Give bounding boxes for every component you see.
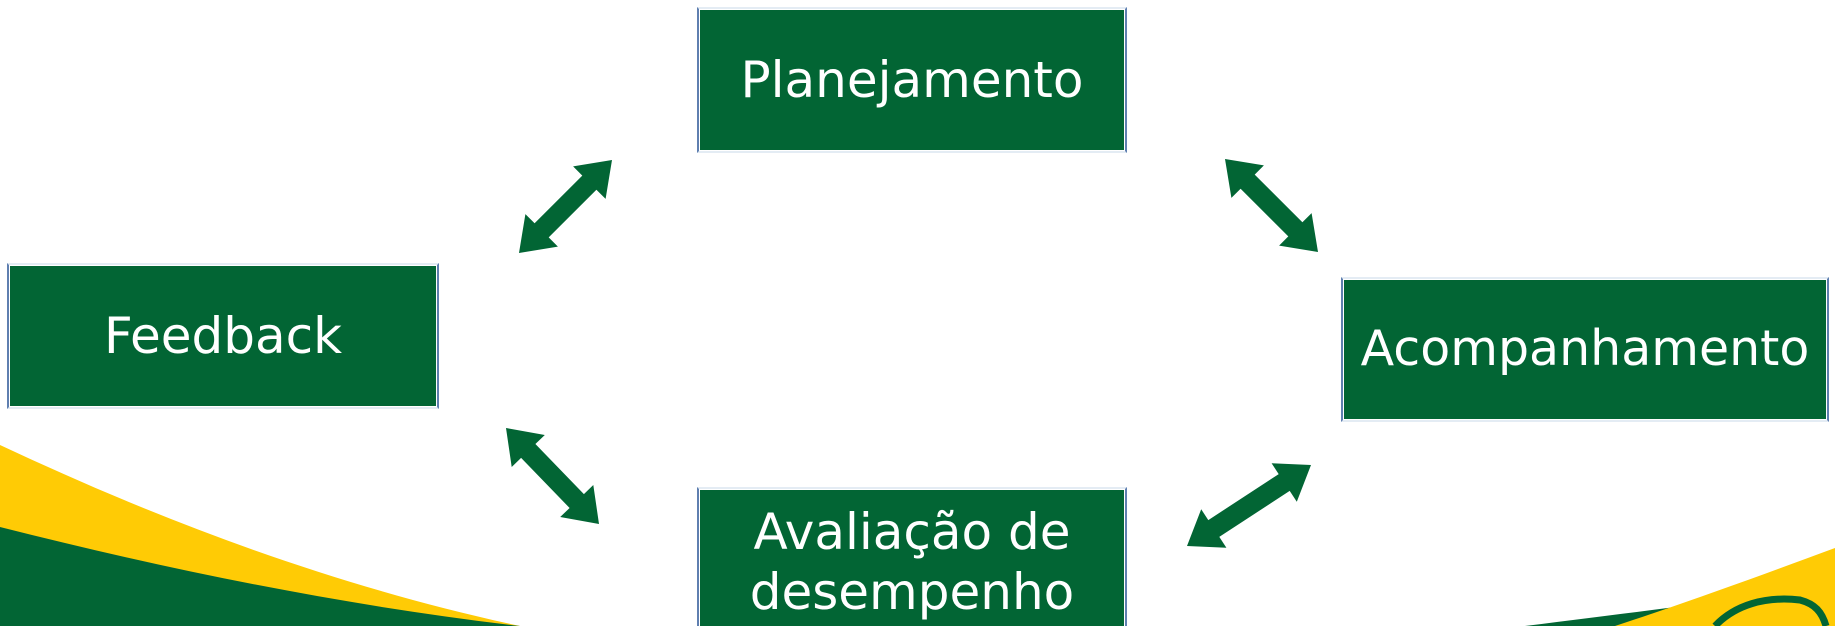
swoosh-yellow-right <box>1615 548 1835 626</box>
node-avaliacao-label: Avaliação de desempenho <box>749 503 1075 621</box>
arrow-avaliacao-feedback <box>506 428 599 524</box>
node-avaliacao-de-desempenho: Avaliação de desempenho <box>697 487 1127 626</box>
arrow-acompanhamento-avaliacao <box>1187 463 1311 548</box>
arrow-planejamento-acompanhamento <box>1225 159 1318 252</box>
node-feedback-label: Feedback <box>103 307 343 365</box>
node-feedback: Feedback <box>7 263 439 409</box>
arrow-feedback-planejamento <box>519 160 612 253</box>
node-acompanhamento-label: Acompanhamento <box>1360 320 1810 378</box>
node-planejamento: Planejamento <box>697 7 1127 153</box>
swoosh-green-left <box>0 527 520 626</box>
node-acompanhamento: Acompanhamento <box>1341 277 1829 422</box>
logo-arc-corner <box>1712 595 1830 626</box>
node-planejamento-label: Planejamento <box>740 51 1084 109</box>
